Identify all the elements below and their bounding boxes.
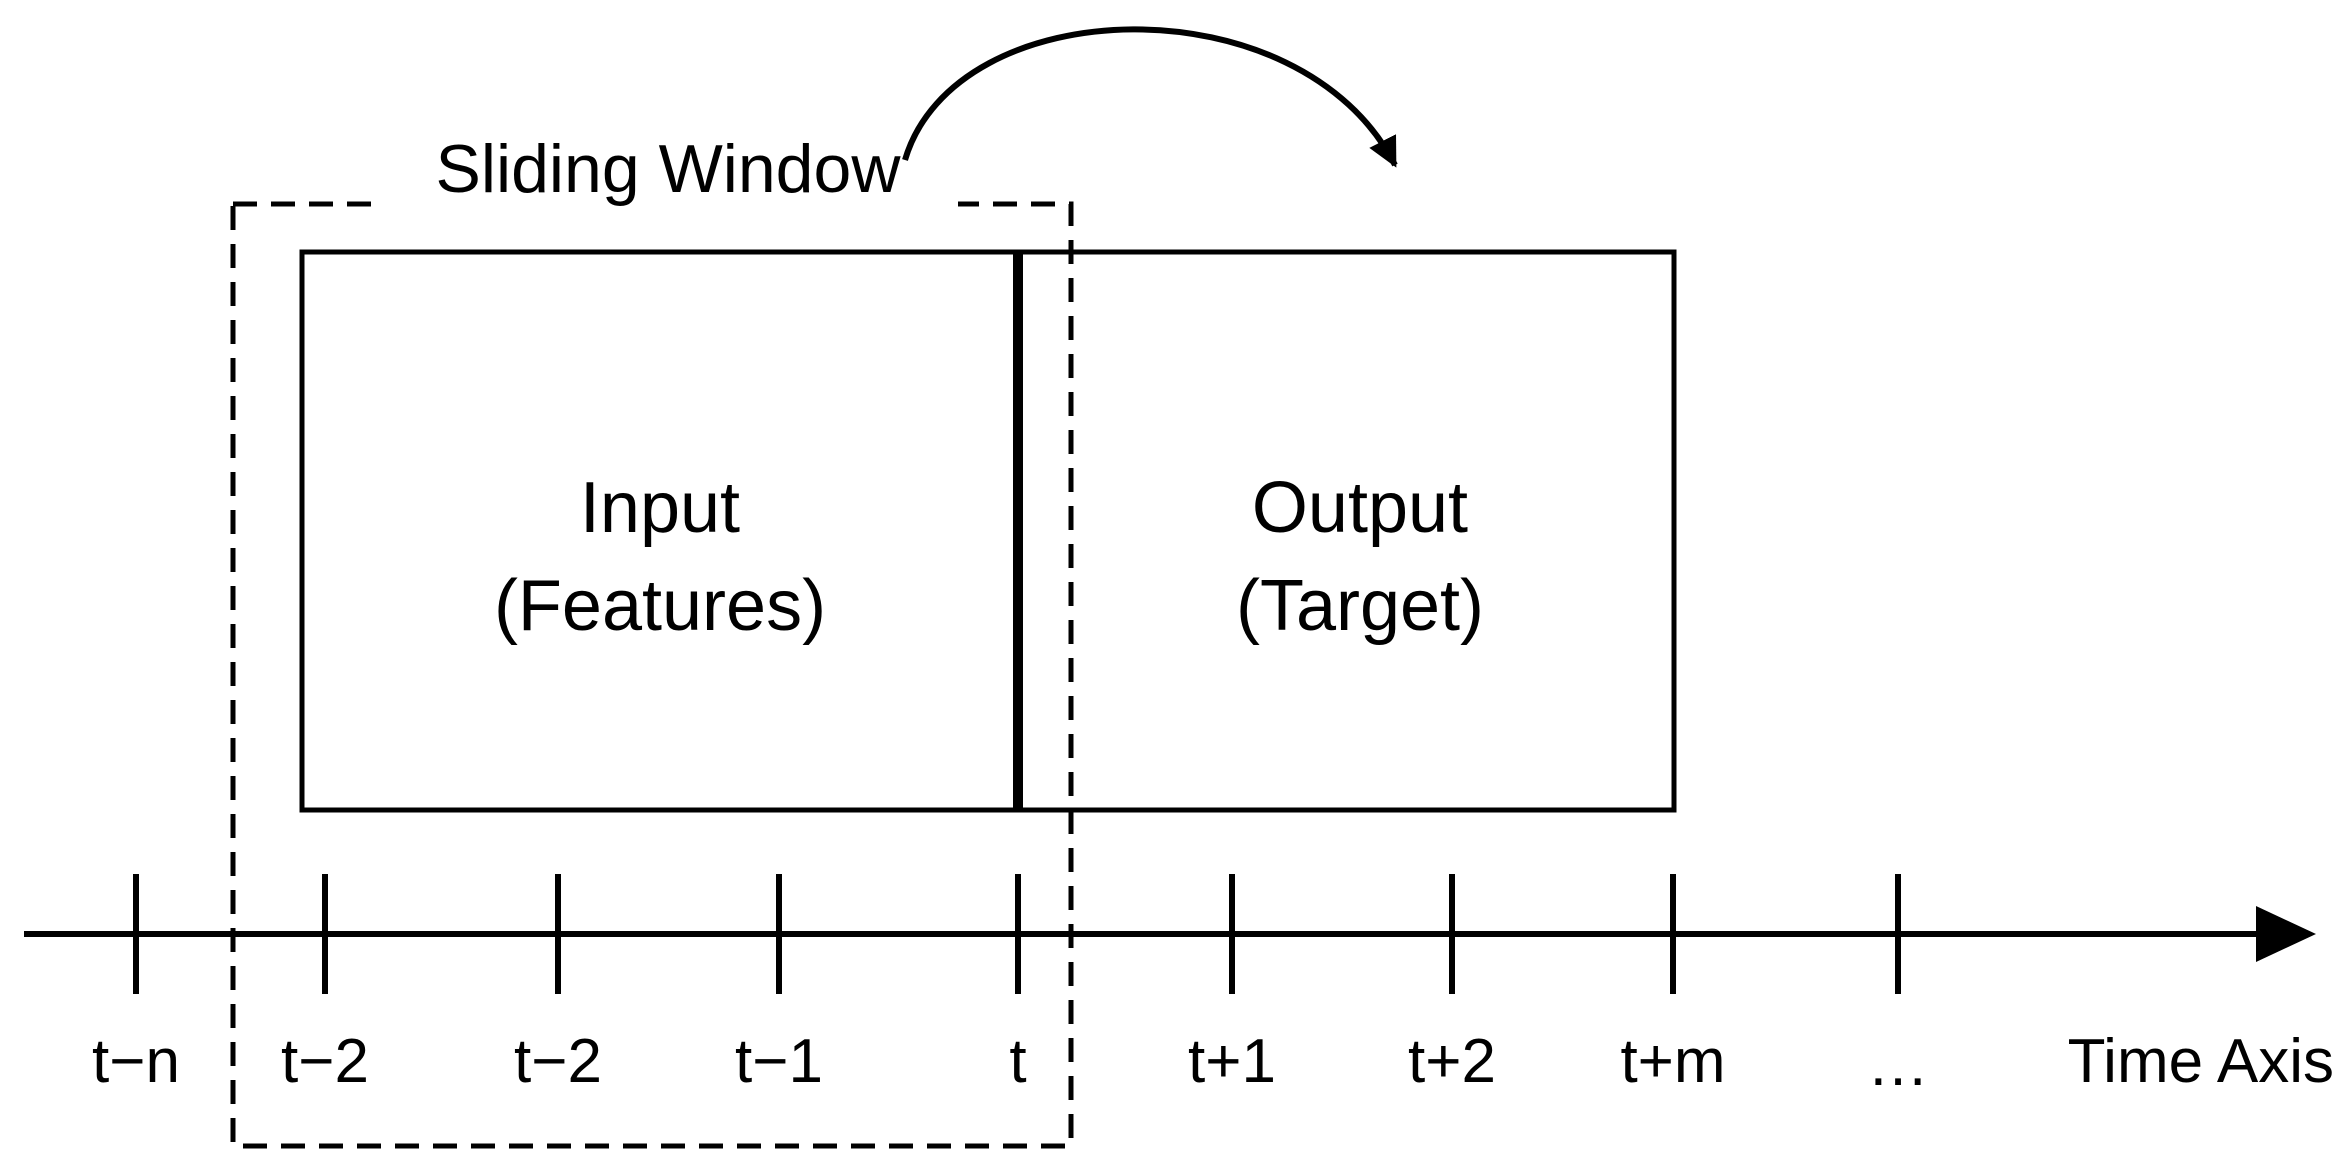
slide-direction-arrow bbox=[902, 26, 1398, 168]
time-axis-tick-label: t−n bbox=[92, 1027, 180, 1096]
time-axis-tick-label: t+m bbox=[1620, 1027, 1725, 1096]
input-box-subtitle: (Features) bbox=[494, 566, 826, 646]
output-box-subtitle: (Target) bbox=[1236, 566, 1484, 646]
time-axis-tick-label: t−1 bbox=[735, 1027, 823, 1096]
time-axis-tick-label: t−2 bbox=[281, 1027, 369, 1096]
time-axis-label: Time Axis bbox=[2068, 1027, 2334, 1096]
output-box-title: Output bbox=[1252, 468, 1468, 548]
sliding-window-frame bbox=[230, 201, 1074, 1149]
time-axis-tick-label: t+2 bbox=[1408, 1027, 1496, 1096]
sliding-window-label-background bbox=[378, 180, 958, 228]
time-axis-ticks bbox=[133, 874, 1901, 994]
time-axis-tick-label: t bbox=[1009, 1027, 1026, 1096]
time-axis-tick-label: t+1 bbox=[1188, 1027, 1276, 1096]
time-axis-tick-label: t−2 bbox=[514, 1027, 602, 1096]
time-axis-arrowhead bbox=[2256, 906, 2316, 962]
time-axis-ellipsis: … bbox=[1867, 1030, 1929, 1099]
time-axis-tick-labels: t−n t−2 t−2 t−1 t t+1 t+2 t+m bbox=[92, 1027, 1726, 1096]
sliding-window-label: Sliding Window bbox=[436, 131, 902, 207]
input-box-title: Input bbox=[580, 468, 740, 548]
